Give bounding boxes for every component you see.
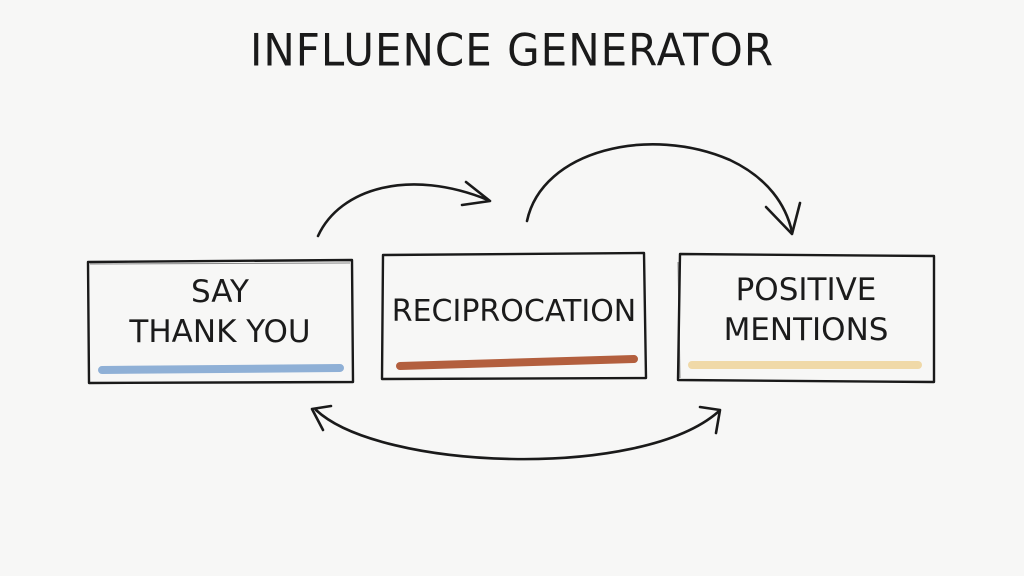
box-say-thank-you: SAY THANK YOU [86,258,355,385]
diagram-title: INFLUENCE GENERATOR [249,24,775,77]
box-positive-mentions-outline [676,252,936,384]
box-say-thank-you-outline [86,258,355,385]
box-reciprocation: RECIPROCATION [380,251,648,381]
arrow-bottom-loop [314,408,720,461]
arrow-say-to-reciprocation [316,183,490,238]
box-say-thank-you-line2: THANK YOU [129,314,311,350]
arrowhead-reciprocation-to-mentions [764,201,802,236]
arrowhead-bottom-left [310,404,333,432]
box-positive-mentions-line1: POSITIVE [735,272,877,308]
box-positive-mentions-line2: MENTIONS [723,312,889,348]
box-say-thank-you-label: SAY THANK YOU [86,272,354,352]
box-say-thank-you-accent-bar [98,364,344,374]
box-positive-mentions: POSITIVE MENTIONS [676,252,936,384]
box-reciprocation-line1: RECIPROCATION [391,294,637,329]
box-say-thank-you-line1: SAY [191,274,249,310]
box-positive-mentions-label: POSITIVE MENTIONS [676,270,936,350]
arrow-reciprocation-to-mentions [525,143,794,234]
box-reciprocation-accent-bar [396,355,638,370]
box-reciprocation-outline [380,251,648,381]
arrowhead-bottom-right [698,405,722,435]
arrowhead-say-to-reciprocation [460,180,492,207]
box-reciprocation-label: RECIPROCATION [380,292,648,332]
